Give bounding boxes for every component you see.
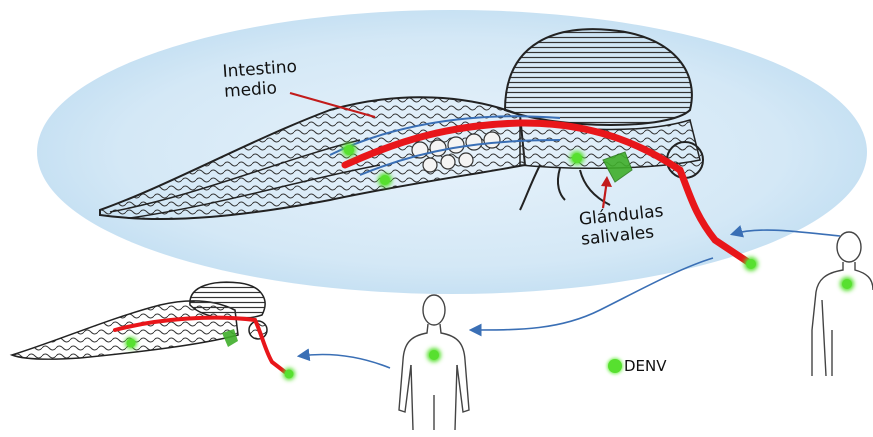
mosquito-small (12, 282, 285, 372)
virus-particle-human-center (427, 348, 441, 362)
virus-legend-icon (608, 359, 622, 373)
midgut-label: Intestino medio (222, 57, 299, 102)
human-figure-center (399, 295, 469, 430)
legend: DENV (608, 357, 667, 375)
virus-particle-human-right (840, 277, 854, 291)
human-figure-right (812, 232, 873, 376)
arrow-human-to-small-mosquito (300, 355, 390, 369)
legend-label: DENV (624, 357, 667, 375)
